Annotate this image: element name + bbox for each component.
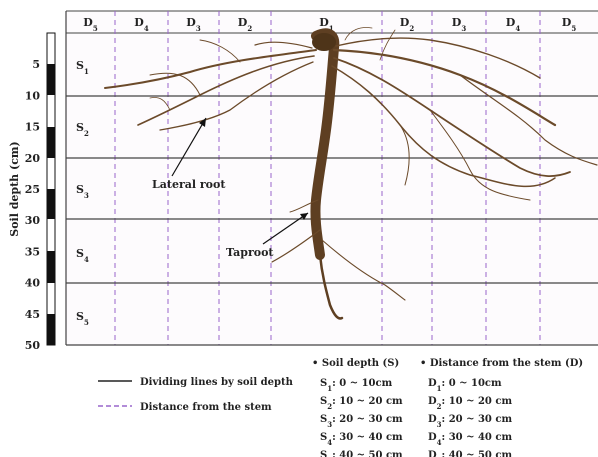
soil-depth-key-title: • Soil depth (S) [312, 358, 399, 369]
soil-depth-key-item: S4: 30 ~ 40 cm [320, 432, 403, 447]
depth-tick-label: 20 [25, 152, 41, 165]
depth-tick-label: 5 [32, 58, 40, 71]
legend-solid-label: Dividing lines by soil depth [140, 377, 294, 388]
depth-tick-label: 35 [25, 245, 40, 258]
soil-depth-key-item: S1: 0 ~ 10cm [320, 378, 393, 393]
taproot-label: Taproot [226, 246, 274, 259]
ruler-segment [47, 314, 55, 345]
soil-depth-key-item: S3: 20 ~ 30 cm [320, 414, 403, 429]
root-crown [312, 33, 336, 51]
depth-ruler [47, 33, 55, 345]
legend-dashed-label: Distance from the stem [140, 402, 272, 413]
depth-tick-labels: 5 10 15 20 25 30 35 40 45 50 [25, 58, 41, 352]
depth-tick-label: 30 [25, 214, 41, 227]
y-axis-title: Soil depth (cm) [8, 141, 21, 237]
soil-depth-key: • Soil depth (S) S1: 0 ~ 10cmS2: 10 ~ 20… [312, 358, 403, 457]
soil-depth-key-item: S5: 40 ~ 50 cm [320, 450, 403, 457]
ruler-segment [47, 251, 55, 283]
depth-tick-label: 50 [25, 339, 41, 352]
ruler-segment [47, 64, 55, 95]
line-legend: Dividing lines by soil depth Distance fr… [98, 377, 294, 413]
distance-key: • Distance from the stem (D) D1: 0 ~ 10c… [420, 358, 583, 457]
distance-key-title: • Distance from the stem (D) [420, 358, 583, 369]
depth-tick-label: 45 [25, 308, 40, 321]
depth-tick-label: 40 [25, 277, 41, 290]
distance-key-item: D5: 40 ~ 50 cm [428, 450, 512, 457]
distance-key-item: D2: 10 ~ 20 cm [428, 396, 512, 411]
depth-tick-label: 10 [25, 89, 41, 102]
ruler-segment [47, 127, 55, 158]
depth-tick-label: 15 [25, 121, 40, 134]
distance-key-item: D4: 30 ~ 40 cm [428, 432, 512, 447]
distance-key-item: D1: 0 ~ 10cm [428, 378, 502, 393]
distance-key-item: D3: 20 ~ 30 cm [428, 414, 512, 429]
ruler-segment [47, 189, 55, 219]
soil-depth-key-item: S2: 10 ~ 20 cm [320, 396, 403, 411]
lateral-root-label: Lateral root [152, 178, 226, 191]
depth-tick-label: 25 [25, 183, 40, 196]
